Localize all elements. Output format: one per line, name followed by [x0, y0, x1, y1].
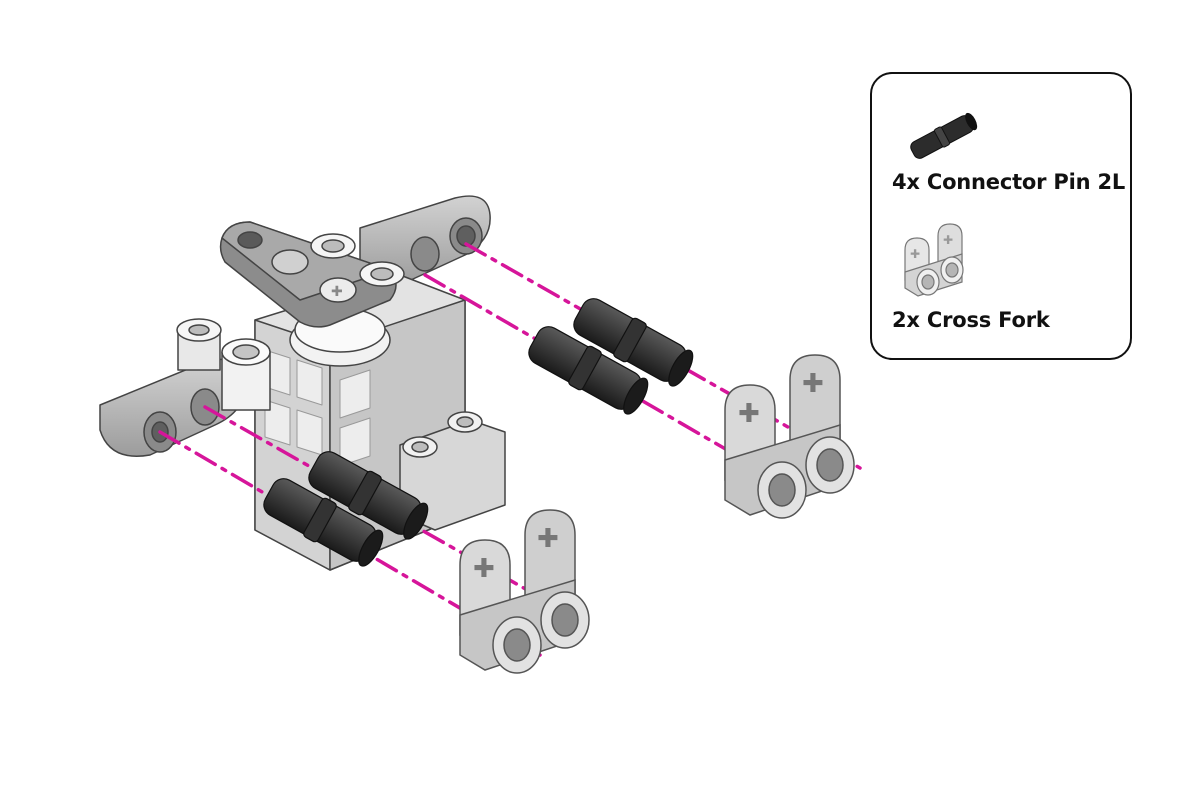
svg-text:✚: ✚	[802, 369, 824, 399]
connector-pin	[308, 451, 429, 540]
svg-text:✚: ✚	[537, 524, 559, 554]
svg-text:✚: ✚	[738, 399, 760, 429]
parts-list-box: 4x Connector Pin 2L ✚ ✚ 2x Cross Fork	[870, 72, 1132, 360]
svg-text:✚: ✚	[910, 247, 920, 261]
svg-text:✚: ✚	[473, 554, 495, 584]
cross-fork-label: 2x Cross Fork	[892, 308, 1050, 332]
svg-text:✚: ✚	[331, 284, 343, 300]
connector-pins	[263, 298, 694, 567]
cross-fork-icon: ✚ ✚	[904, 223, 964, 297]
cross-fork-front: ✚ ✚	[459, 509, 590, 674]
connector-pin-2l-label: 4x Connector Pin 2L	[892, 170, 1126, 194]
cross-fork-right: ✚ ✚	[724, 354, 855, 519]
connector-pin	[528, 326, 649, 415]
connector-pin	[263, 478, 384, 567]
connector-pin	[573, 298, 694, 387]
svg-text:✚: ✚	[943, 233, 953, 247]
connector-pin-2l-icon	[910, 112, 978, 159]
